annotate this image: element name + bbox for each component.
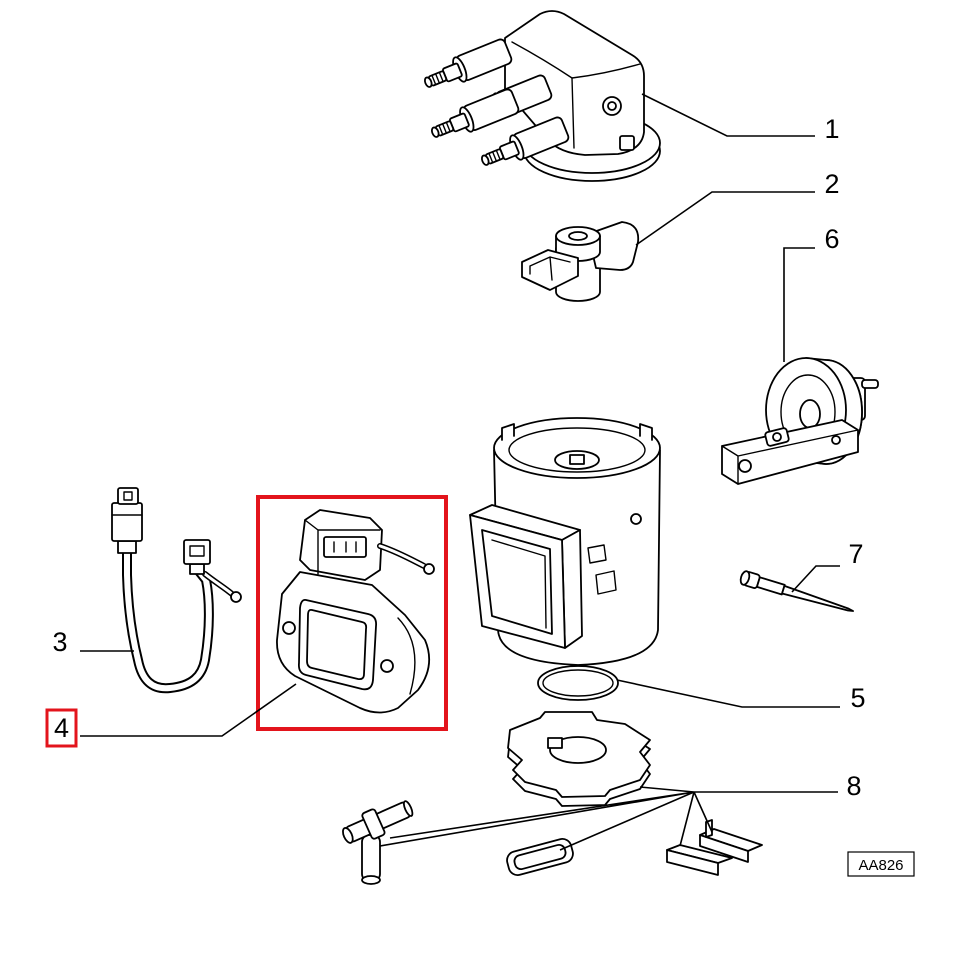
clip-b-flange bbox=[705, 819, 713, 838]
plate-notch bbox=[547, 737, 563, 749]
housing-window-opening bbox=[481, 529, 553, 635]
cap-terminal-1 bbox=[419, 37, 514, 97]
connector-barrel-tip bbox=[402, 800, 414, 817]
connector-a-collar bbox=[117, 540, 137, 554]
ring-terminal bbox=[230, 591, 242, 603]
connector-tube bbox=[361, 834, 381, 882]
sensor-window bbox=[306, 608, 368, 681]
housing-screw-hole bbox=[630, 513, 642, 525]
plate-center-hole bbox=[549, 736, 607, 764]
reference-code: AA826 bbox=[858, 857, 903, 874]
pin-collar bbox=[756, 576, 786, 596]
retaining-clips bbox=[666, 819, 763, 876]
cap-terminal-2 bbox=[426, 87, 521, 147]
callout-1: 1 bbox=[824, 114, 839, 144]
sensor-lead bbox=[378, 544, 426, 568]
distributor-cap bbox=[419, 10, 661, 182]
clip-b-front bbox=[699, 834, 749, 863]
rotor-hub-bore bbox=[568, 231, 588, 241]
connector-body bbox=[342, 800, 414, 844]
o-ring-outer bbox=[537, 665, 619, 701]
ignition-sensor-module bbox=[276, 509, 435, 714]
housing-side-tabs bbox=[587, 544, 617, 595]
roll-pin bbox=[739, 570, 854, 612]
connector-b-collar bbox=[189, 563, 205, 575]
cap-side-hole-inner bbox=[607, 101, 617, 111]
bracket-hole-right bbox=[831, 435, 841, 445]
rotor-blade bbox=[587, 221, 640, 271]
grommet-inner bbox=[513, 843, 567, 871]
rotor-tab-slot bbox=[529, 256, 571, 281]
harness-wire bbox=[124, 545, 212, 692]
connector-barrel-end bbox=[342, 827, 354, 844]
pin-head-end bbox=[739, 570, 751, 586]
vacuum-bracket bbox=[721, 419, 859, 485]
wiring-harness bbox=[111, 487, 242, 694]
vacuum-nipple bbox=[861, 379, 879, 389]
cap-latch bbox=[619, 135, 635, 151]
part-highlight-frame bbox=[256, 495, 448, 731]
sensor-ring-terminal bbox=[423, 563, 435, 575]
callout-8: 8 bbox=[846, 771, 861, 801]
connector-b-slot bbox=[189, 545, 205, 557]
sensor-connector-pins bbox=[333, 541, 357, 553]
cap-body bbox=[504, 10, 645, 156]
sensor-mount-hole-right bbox=[380, 659, 394, 673]
leader-2 bbox=[635, 191, 815, 246]
callout-4: 4 bbox=[54, 713, 69, 743]
callout-labels: 1 2 6 7 3 5 4 8 bbox=[52, 114, 865, 801]
o-ring bbox=[537, 665, 619, 701]
callout-6: 6 bbox=[824, 224, 839, 254]
leader-5 bbox=[616, 679, 840, 708]
clip-a-front bbox=[666, 849, 719, 876]
housing-rim-lugs bbox=[501, 423, 653, 441]
vacuum-link-pin bbox=[772, 432, 782, 442]
reference-code-frame bbox=[847, 851, 915, 877]
leader-4 bbox=[80, 683, 297, 737]
sensor-connector-edge bbox=[304, 519, 381, 575]
vacuum-advance-unit bbox=[721, 357, 879, 485]
leader-1 bbox=[641, 93, 815, 137]
housing-window-depth bbox=[491, 539, 547, 629]
pickup-plate bbox=[507, 711, 651, 807]
leader-6 bbox=[783, 247, 815, 362]
leader-8 bbox=[379, 786, 838, 851]
connector-a-details bbox=[111, 491, 143, 516]
connector-tube-end bbox=[361, 875, 381, 885]
bracket-hole-left bbox=[738, 459, 752, 473]
connector-collar bbox=[361, 808, 386, 840]
sensor-connector-socket bbox=[323, 536, 367, 558]
sensor-mount-hole-left bbox=[282, 621, 296, 635]
cap-corner-edge bbox=[571, 77, 575, 149]
callout-highlight-frame bbox=[45, 708, 78, 748]
distributor-housing bbox=[469, 417, 661, 666]
leader-7 bbox=[791, 565, 840, 593]
pin-shaft bbox=[781, 584, 854, 612]
housing-shaft bbox=[569, 454, 585, 465]
callout-2: 2 bbox=[824, 169, 839, 199]
connector-b-body bbox=[183, 539, 211, 565]
reference-code-box: AA826 bbox=[847, 851, 915, 877]
rotor-arm bbox=[521, 221, 640, 302]
callout-3: 3 bbox=[52, 627, 67, 657]
vacuum-bracket-fold bbox=[721, 429, 859, 485]
callout-7: 7 bbox=[848, 539, 863, 569]
pigtail-wire bbox=[203, 572, 234, 596]
leader-lines bbox=[80, 93, 840, 851]
vacuum-center-boss bbox=[799, 399, 821, 429]
connector-a-latch bbox=[117, 487, 139, 505]
rubber-grommet bbox=[506, 837, 574, 877]
sensor-lobe-edge bbox=[397, 617, 416, 695]
callout-5: 5 bbox=[850, 683, 865, 713]
housing-inner-rim bbox=[508, 427, 646, 473]
connector-pin bbox=[342, 800, 414, 885]
connector-a-body bbox=[111, 502, 143, 542]
o-ring-inner bbox=[542, 669, 614, 697]
